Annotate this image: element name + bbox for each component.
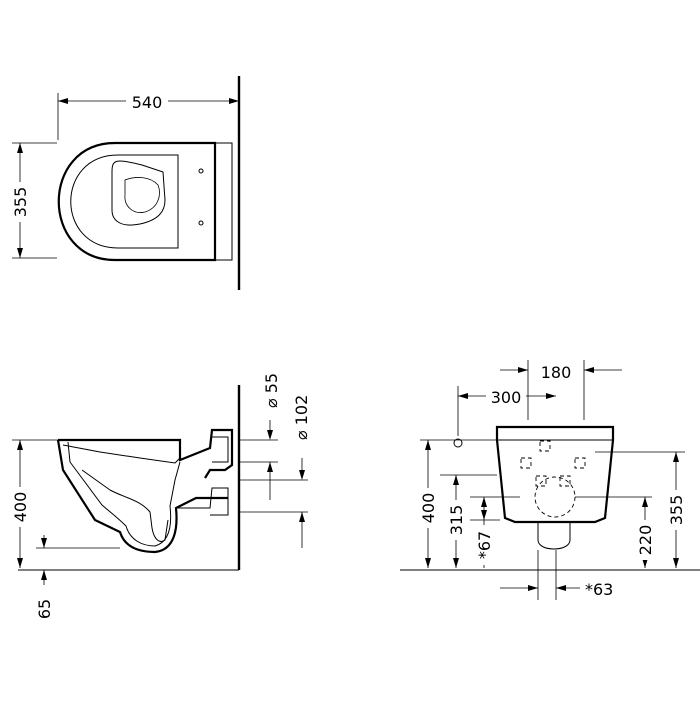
dim-arrow [58, 98, 68, 104]
front-height-total-label: 400 [419, 493, 438, 524]
side-view-bowl-inner [67, 441, 181, 547]
front-view-bolt-marker [535, 475, 547, 487]
front-height-inlet-label: 315 [447, 505, 466, 536]
top-view-mount-flange [215, 142, 233, 261]
dim-arrow [458, 393, 468, 399]
dim-arrow [41, 570, 47, 580]
front-view-bolt-marker [559, 475, 571, 487]
top-view-seat-rim [70, 154, 179, 249]
dim-arrow [425, 440, 431, 450]
side-view-outlet [176, 487, 229, 516]
dim-arrow [584, 367, 594, 373]
dim-arrow [229, 98, 239, 104]
dim-arrow [518, 367, 528, 373]
front-height-small-label: *67 [475, 531, 494, 559]
top-view: 540 355 [10, 76, 241, 290]
label-bg [635, 520, 655, 560]
dim-arrow [673, 558, 679, 568]
top-view-fixing-hole [198, 220, 204, 226]
dim-arrow [17, 248, 23, 258]
dim-arrow [453, 475, 459, 485]
dim-arrow [528, 585, 538, 591]
dim-arrow [642, 497, 648, 507]
top-depth-label: 355 [11, 187, 30, 218]
front-view-pedestal [537, 522, 571, 550]
dim-arrow [299, 470, 305, 480]
front-height-outlet-label: 220 [636, 525, 655, 556]
label-bg [446, 500, 466, 540]
top-view-bowl-opening [111, 160, 166, 226]
side-view-seat [62, 444, 181, 464]
front-view-bowl [495, 425, 615, 524]
side-view-trap [81, 469, 169, 542]
dim-arrow [642, 558, 648, 568]
floor-offset-label: 65 [35, 599, 54, 619]
dim-arrow [267, 462, 273, 472]
top-view-bowl-outline [57, 141, 217, 262]
side-height-label: 400 [11, 492, 30, 523]
top-view-flush-hole [124, 177, 160, 213]
bottom-offset-label: *63 [585, 580, 613, 599]
label-bg [486, 386, 526, 406]
dim-arrow [481, 510, 487, 520]
dim-arrow [673, 452, 679, 462]
side-view: ⌀ 55 ⌀ 102 400 65 [10, 373, 311, 619]
dim-arrow [267, 430, 273, 440]
dim-arrow [17, 440, 23, 450]
label-bg [126, 91, 168, 111]
label-bg [10, 182, 30, 222]
dim-arrow [556, 585, 566, 591]
front-view-bolt-marker [539, 440, 551, 452]
label-bg [418, 488, 438, 528]
dim-arrow [17, 143, 23, 153]
pipe-small-label: ⌀ 55 [262, 373, 281, 408]
top-view-fixing-hole [198, 168, 204, 174]
front-height-right-label: 355 [667, 495, 686, 526]
dim-arrow [41, 538, 47, 548]
front-view-bolt-marker [520, 457, 532, 469]
front-view-outlet-circle [534, 476, 576, 518]
label-bg [666, 490, 686, 530]
front-view-supply-point [453, 438, 463, 448]
front-view-bolt-marker [574, 457, 586, 469]
dim-arrow [546, 393, 556, 399]
dim-arrow [453, 558, 459, 568]
side-view-bowl-body [56, 428, 234, 554]
dim-arrow [425, 558, 431, 568]
mid-spacing-label: 300 [491, 388, 522, 407]
label-bg [474, 525, 494, 565]
top-spacing-label: 180 [541, 363, 572, 382]
dim-arrow [17, 558, 23, 568]
dim-arrow [481, 497, 487, 507]
side-view-flush-inlet [212, 436, 229, 463]
pipe-large-label: ⌀ 102 [292, 395, 311, 440]
top-width-label: 540 [132, 93, 163, 112]
front-view: 180 300 400 315 *67 220 [400, 360, 700, 600]
label-bg [10, 487, 30, 527]
dim-arrow [299, 512, 305, 522]
